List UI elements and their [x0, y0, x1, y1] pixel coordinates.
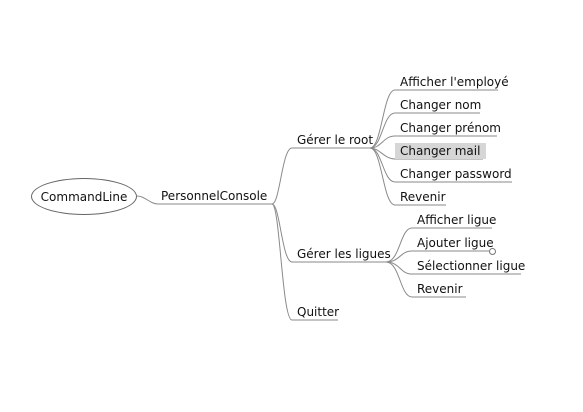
connector-ajouter-ligue	[385, 250, 489, 263]
connector-afficher-employe	[369, 89, 498, 149]
connector-to-quitter	[271, 203, 338, 321]
node-gerer-les-ligues[interactable]: Gérer les ligues	[297, 247, 391, 261]
connector-afficher-ligue	[385, 227, 492, 263]
connector-revenir-1	[369, 147, 446, 206]
connector-changer-nom	[369, 112, 480, 149]
node-quitter[interactable]: Quitter	[297, 305, 340, 319]
connector-to-gerer-root	[271, 147, 370, 205]
connector-root-personnelconsole	[136, 195, 272, 205]
connector-changer-prenom	[369, 135, 497, 149]
node-gerer-le-root[interactable]: Gérer le root	[297, 133, 374, 147]
node-changer-mail-selected[interactable]: Changer mail	[395, 143, 487, 159]
connector-to-gerer-ligues	[271, 203, 386, 263]
node-revenir-root[interactable]: Revenir	[400, 190, 446, 204]
connector-selectionner-ligue	[385, 261, 521, 275]
node-selectionner-ligue[interactable]: Sélectionner ligue	[417, 259, 526, 273]
root-node-label: CommandLine	[40, 189, 128, 204]
node-revenir-ligues[interactable]: Revenir	[417, 282, 463, 296]
node-changer-password[interactable]: Changer password	[400, 167, 512, 181]
node-afficher-employe[interactable]: Afficher l'employé	[400, 75, 509, 89]
root-node-commandline[interactable]: CommandLine	[31, 178, 137, 215]
node-ajouter-ligue[interactable]: Ajouter ligue	[417, 236, 494, 250]
node-changer-nom[interactable]: Changer nom	[400, 98, 482, 112]
collapse-toggle-icon[interactable]	[489, 248, 496, 255]
node-personnelconsole[interactable]: PersonnelConsole	[161, 189, 268, 203]
node-changer-prenom[interactable]: Changer prénom	[400, 121, 501, 135]
node-afficher-ligue[interactable]: Afficher ligue	[417, 213, 497, 227]
connector-revenir-2	[385, 261, 466, 298]
